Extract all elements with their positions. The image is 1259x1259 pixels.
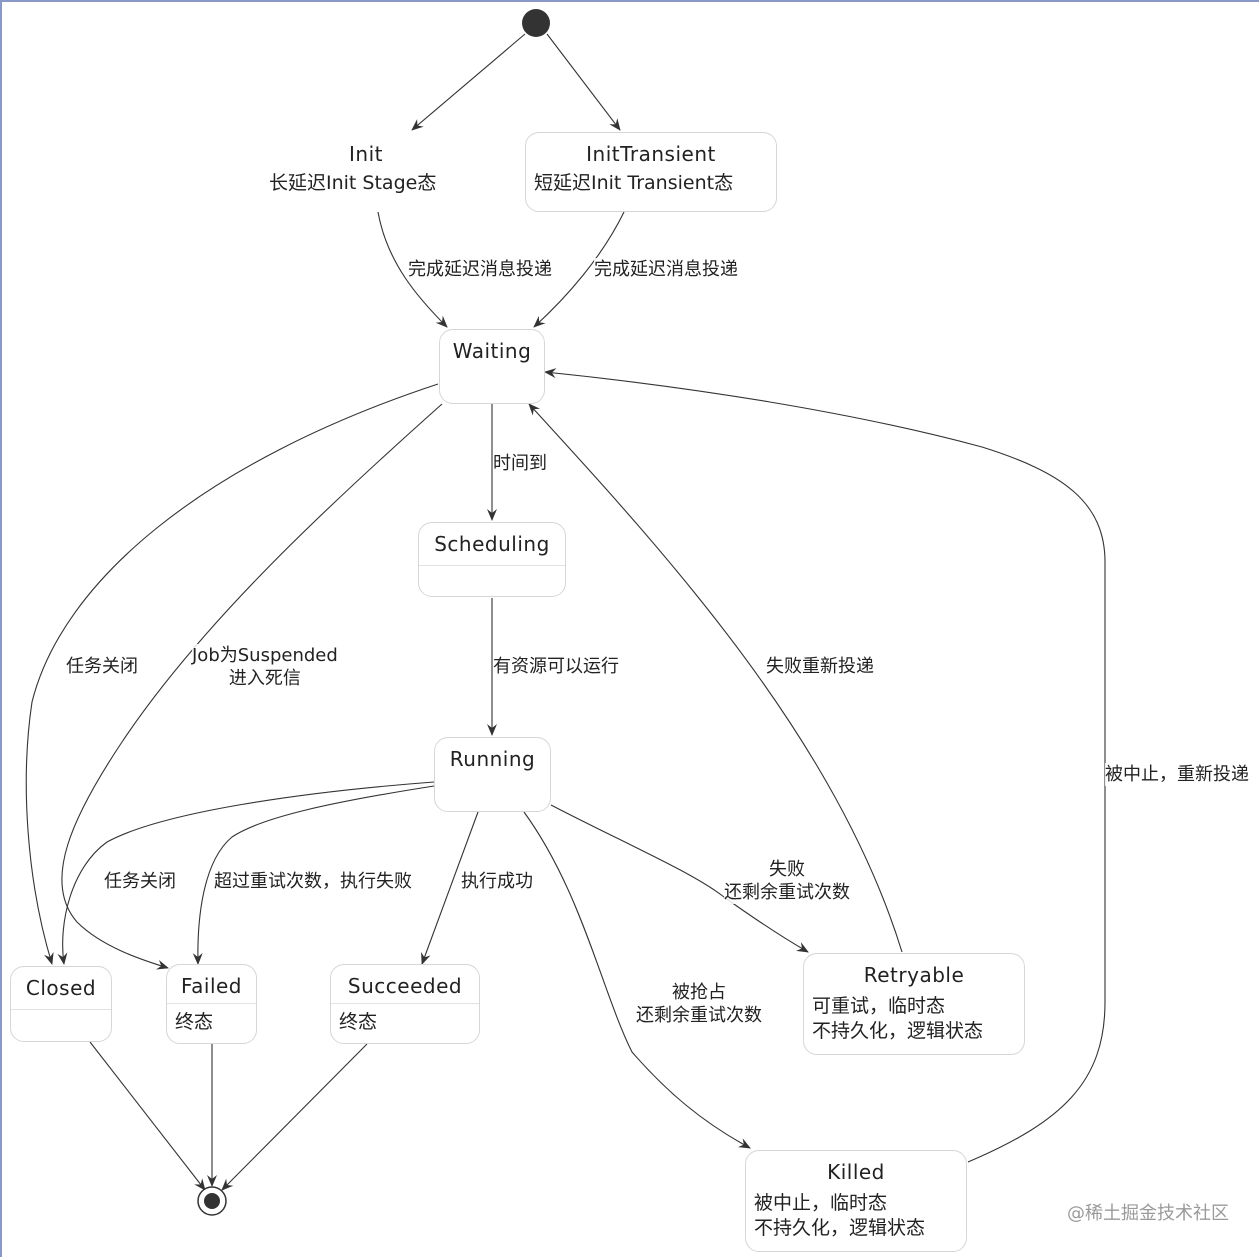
state-divider	[11, 1009, 111, 1010]
state-divider	[419, 565, 565, 566]
label-waiting-failed: Job为Suspended 进入死信	[192, 644, 338, 690]
edge-running-killed	[523, 811, 751, 1149]
state-running: Running	[434, 737, 551, 812]
label-scheduling-running: 有资源可以运行	[493, 655, 619, 678]
state-name: Init	[349, 142, 383, 166]
state-body: 长延迟Init Stage态	[269, 172, 437, 194]
state-name: Killed	[827, 1160, 885, 1184]
label-running-succeeded: 执行成功	[461, 870, 533, 893]
label-transient-waiting: 完成延迟消息投递	[594, 258, 738, 281]
start-node	[522, 9, 550, 37]
state-name: Retryable	[863, 963, 965, 987]
edge-succeeded-end	[221, 1043, 368, 1191]
state-waiting: Waiting	[439, 329, 545, 404]
edge-start-transient	[546, 33, 621, 131]
label-running-killed: 被抢占 还剩余重试次数	[636, 981, 762, 1027]
label-waiting-closed: 任务关闭	[66, 655, 138, 678]
state-body: 可重试，临时态 不持久化，逻辑状态	[812, 995, 984, 1042]
state-name: Succeeded	[347, 974, 463, 998]
state-name: Scheduling	[434, 532, 550, 556]
edge-killed-waiting	[544, 368, 1106, 1163]
edge-init-waiting	[377, 211, 448, 328]
edge-running-failed	[192, 785, 435, 965]
end-node-inner	[204, 1193, 220, 1209]
label-init-waiting: 完成延迟消息投递	[408, 258, 552, 281]
state-killed: Killed 被中止，临时态 不持久化，逻辑状态	[745, 1150, 967, 1252]
edge-waiting-closed	[25, 383, 439, 965]
label-retryable-waiting: 失败重新投递	[766, 655, 874, 678]
state-name: Running	[449, 747, 536, 771]
state-body: 终态	[339, 1011, 378, 1033]
edge-running-succeeded	[421, 811, 479, 965]
state-body: 短延迟Init Transient态	[534, 172, 734, 194]
state-name: InitTransient	[586, 142, 716, 166]
state-divider	[167, 1003, 256, 1004]
label-waiting-scheduling: 时间到	[493, 452, 547, 475]
edge-start-init	[411, 33, 526, 131]
state-init: Init 长延迟Init Stage态	[260, 132, 472, 212]
edge-retryable-waiting	[528, 403, 903, 953]
edge-waiting-failed	[61, 403, 443, 970]
label-running-failed: 超过重试次数，执行失败	[214, 870, 412, 893]
edge-running-closed	[57, 781, 435, 965]
state-init-transient: InitTransient 短延迟Init Transient态	[525, 132, 777, 212]
state-name: Failed	[180, 974, 243, 998]
state-failed: Failed 终态	[166, 964, 257, 1044]
state-body: 终态	[175, 1011, 214, 1033]
label-running-closed: 任务关闭	[104, 870, 176, 893]
edge-transient-waiting	[533, 211, 625, 328]
state-scheduling: Scheduling	[418, 522, 566, 597]
state-name: Closed	[25, 976, 97, 1000]
state-divider	[331, 1003, 479, 1004]
edge-running-retryable	[550, 804, 809, 953]
state-closed: Closed	[10, 966, 112, 1042]
watermark: @稀土掘金技术社区	[1067, 1203, 1229, 1224]
state-body: 被中止，临时态 不持久化，逻辑状态	[754, 1192, 926, 1239]
state-retryable: Retryable 可重试，临时态 不持久化，逻辑状态	[803, 953, 1025, 1055]
edge-closed-end	[89, 1041, 206, 1191]
state-name: Waiting	[452, 339, 532, 363]
label-killed-waiting: 被中止，重新投递	[1105, 763, 1255, 786]
label-running-retryable: 失败 还剩余重试次数	[724, 858, 850, 904]
state-succeeded: Succeeded 终态	[330, 964, 480, 1044]
